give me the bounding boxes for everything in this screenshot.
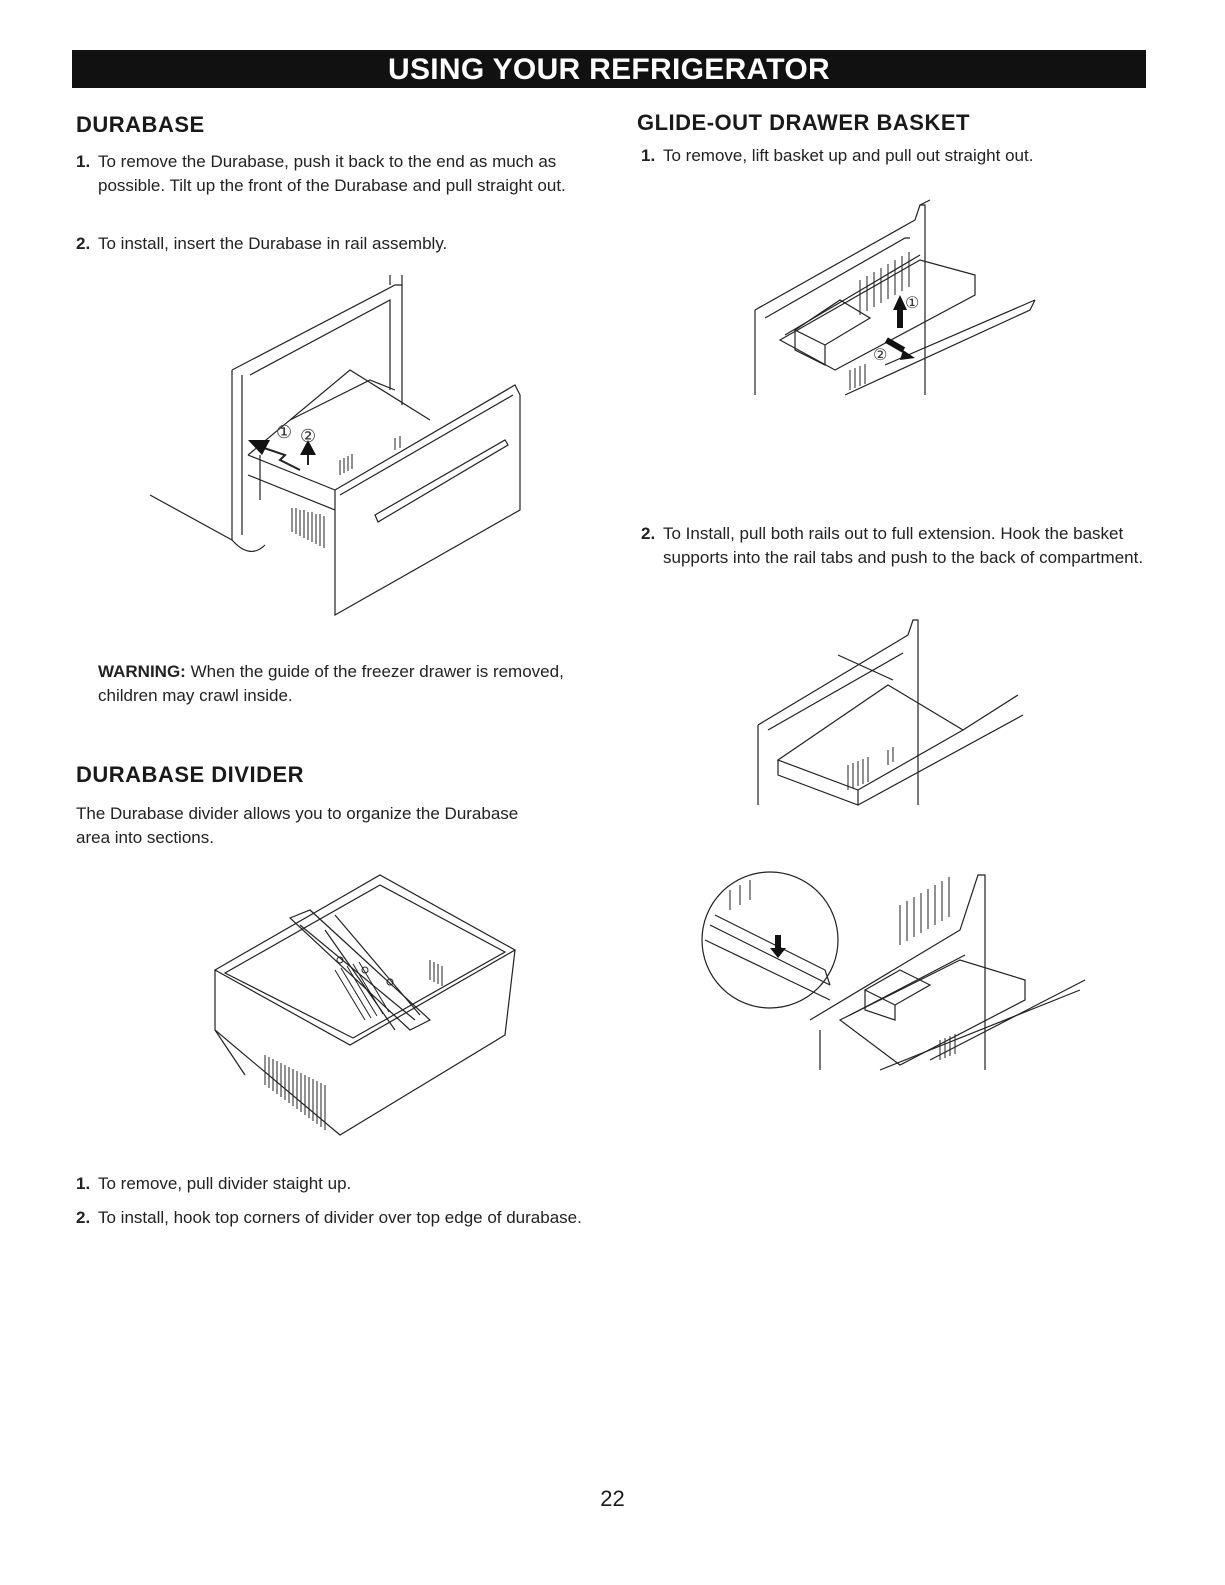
callout-2: ② — [873, 345, 887, 364]
glide-step-2: 2. To Install, pull both rails out to ful… — [641, 522, 1188, 570]
step-number: 2. — [76, 234, 91, 253]
step-text: To install, insert the Durabase in rail … — [98, 234, 448, 253]
divider-basket-illustration — [205, 870, 525, 1150]
divider-intro: The Durabase divider allows you to organ… — [76, 804, 519, 847]
divider-step-1: 1. To remove, pull divider staight up. — [76, 1172, 618, 1196]
step-text: To remove, lift basket up and pull out s… — [663, 146, 1034, 165]
durabase-heading: DURABASE — [76, 112, 205, 137]
durabase-step-2: 2. To install, insert the Durabase in rai… — [76, 232, 618, 256]
step-text: To remove, pull divider staight up. — [98, 1174, 352, 1193]
basket-removal-illustration: ① ② — [755, 200, 1045, 410]
warning-label: WARNING: — [98, 662, 186, 681]
divider-step-2: 2. To install, hook top corners of divide… — [76, 1206, 618, 1230]
durabase-removal-illustration: ① ② — [140, 270, 540, 630]
glide-step-1: 1. To remove, lift basket up and pull out… — [641, 144, 1183, 168]
step-text: To install, hook top corners of divider … — [98, 1208, 582, 1227]
page-header-banner: USING YOUR REFRIGERATOR — [72, 50, 1146, 88]
step-number: 2. — [641, 524, 656, 543]
callout-1: ① — [905, 293, 919, 312]
step-text: To remove the Durabase, push it back to … — [98, 152, 566, 195]
durabase-step-1: 1. To remove the Durabase, push it back t… — [76, 150, 618, 198]
glide-heading: GLIDE-OUT DRAWER BASKET — [637, 110, 970, 135]
warning-text: When the guide of the freezer drawer is … — [98, 662, 564, 705]
warning-note: WARNING: When the guide of the freezer d… — [98, 660, 578, 708]
page-number: 22 — [600, 1486, 625, 1511]
step-number: 1. — [641, 146, 656, 165]
step-number: 2. — [76, 1208, 91, 1227]
callout-1: ① — [276, 422, 292, 443]
callout-2: ② — [300, 426, 316, 447]
basket-install-illustration — [748, 615, 1038, 815]
divider-heading: DURABASE DIVIDER — [76, 762, 305, 787]
step-text: To Install, pull both rails out to full … — [663, 524, 1144, 567]
step-number: 1. — [76, 152, 91, 171]
rail-hook-illustration — [700, 870, 1090, 1090]
step-number: 1. — [76, 1174, 91, 1193]
